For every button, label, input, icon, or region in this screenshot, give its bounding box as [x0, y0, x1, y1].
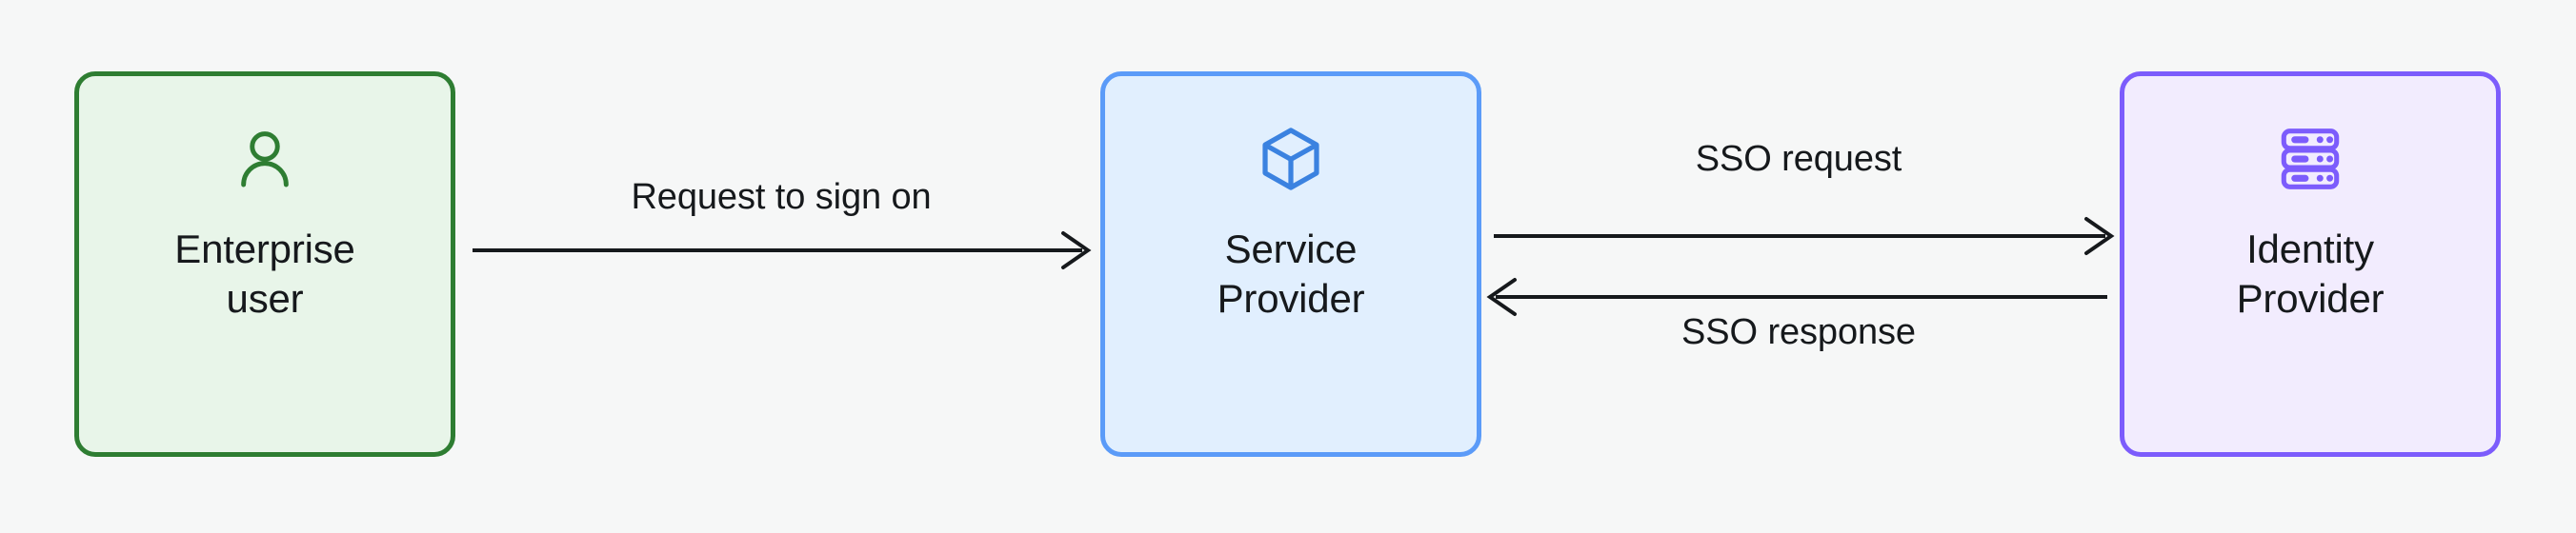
node-label-line2: Provider	[1217, 276, 1365, 322]
cube-icon	[1256, 122, 1326, 196]
arrow-head-right	[2084, 217, 2115, 255]
node-label-line1: Identity	[2246, 227, 2374, 271]
edge-label-request-to-sign-on: Request to sign on	[631, 177, 932, 217]
node-label-line1: Enterprise	[174, 227, 355, 271]
arrow-sso-request	[1494, 217, 2115, 255]
arrow-request-to-sign-on	[473, 231, 1092, 269]
node-identity-provider[interactable]: Identity Provider	[2120, 71, 2501, 457]
node-label-identity-provider: Identity Provider	[2153, 225, 2467, 324]
arrow-sso-response	[1486, 278, 2107, 316]
edge-label-sso-response: SSO response	[1681, 312, 1916, 352]
node-label-line1: Service	[1224, 227, 1358, 271]
arrow-head-left	[1486, 278, 1517, 316]
arrow-head-right	[1061, 231, 1092, 269]
server-icon	[2274, 122, 2346, 196]
node-label-service-provider: Service Provider	[1134, 225, 1448, 324]
node-label-line2: user	[226, 276, 304, 322]
node-label-line2: Provider	[2236, 276, 2385, 322]
node-label-enterprise-user: Enterprise user	[108, 225, 422, 324]
person-icon	[230, 122, 300, 196]
node-service-provider[interactable]: Service Provider	[1100, 71, 1481, 457]
edge-label-sso-request: SSO request	[1695, 139, 1902, 179]
node-enterprise-user[interactable]: Enterprise user	[74, 71, 455, 457]
